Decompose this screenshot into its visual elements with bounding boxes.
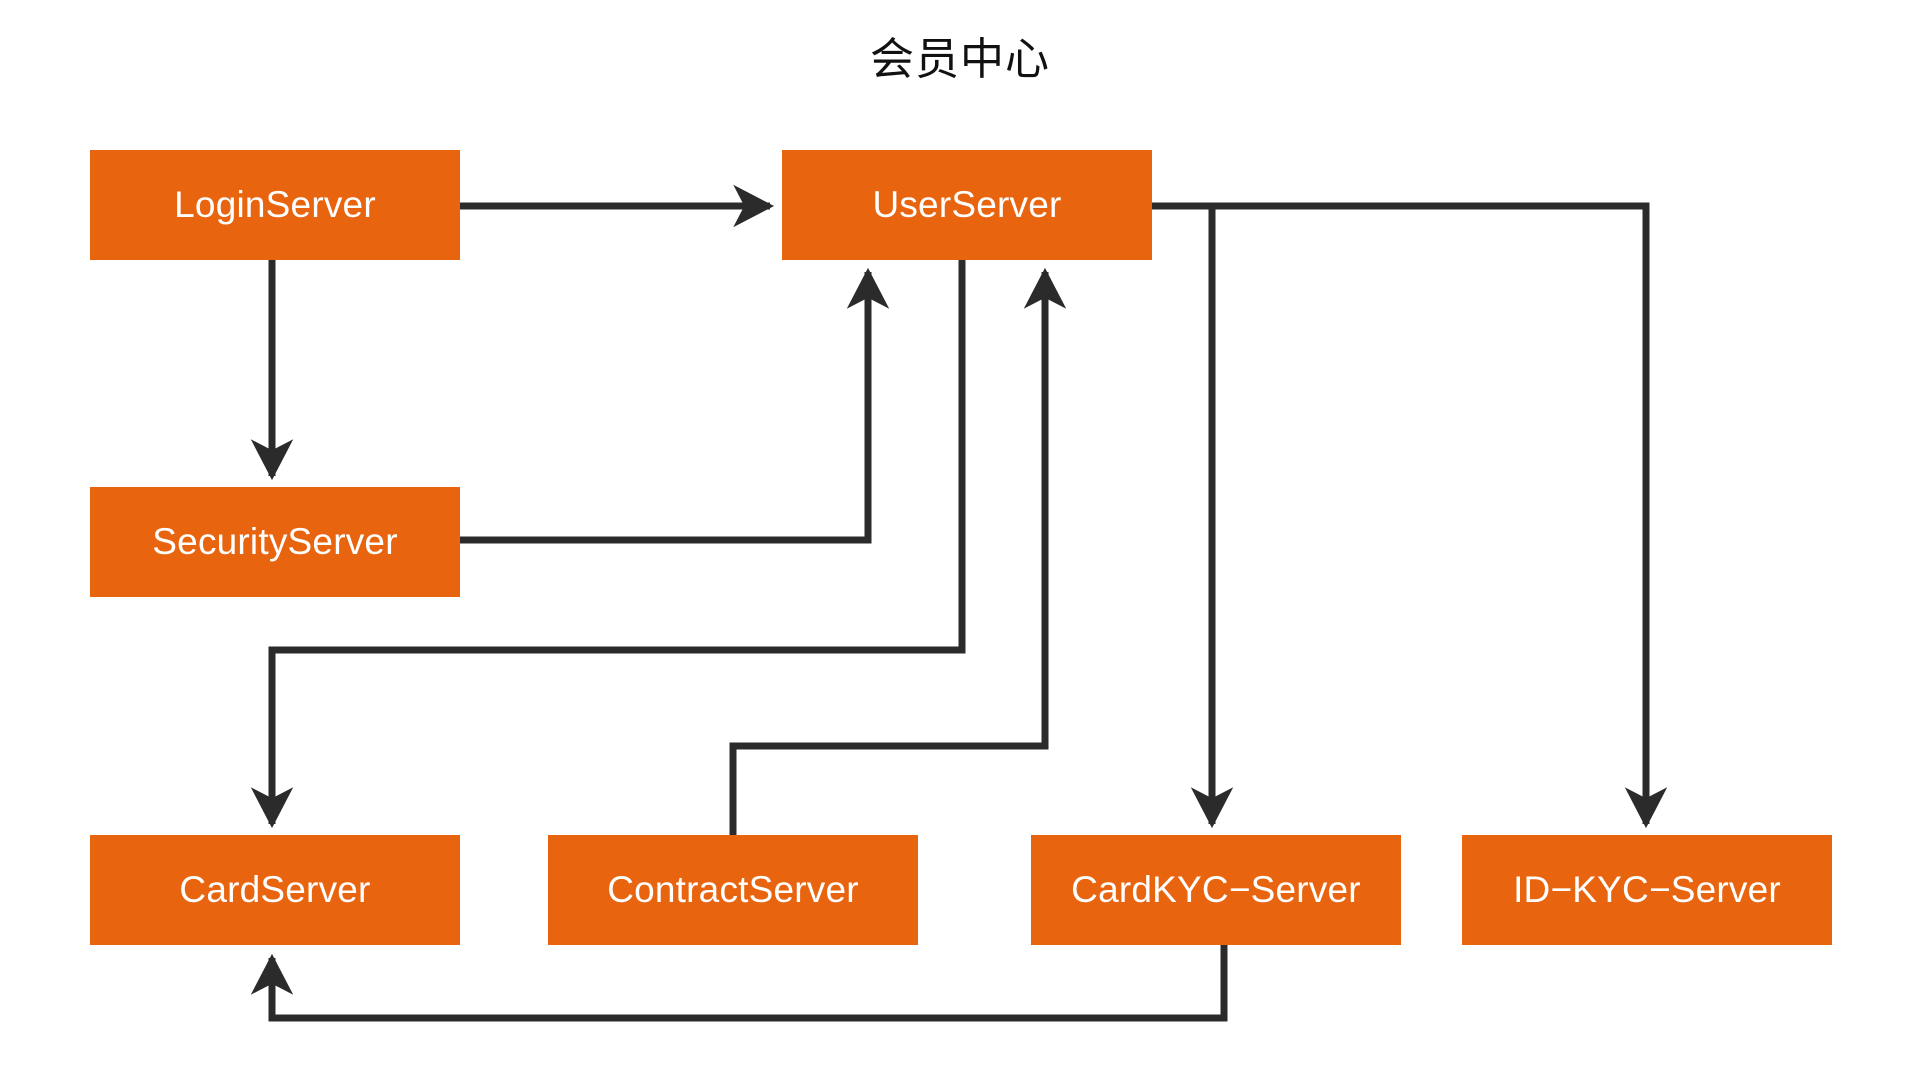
node-label: LoginServer (174, 184, 376, 225)
edge-user-to-cardserver (250, 260, 966, 829)
node-id-kyc-server[interactable]: ID−KYC−Server (1462, 835, 1832, 945)
edge-security-to-user (460, 267, 890, 544)
node-label: ContractServer (607, 869, 859, 910)
node-label: CardServer (179, 869, 371, 910)
node-securityserver[interactable]: SecurityServer (90, 487, 460, 597)
node-label: ID−KYC−Server (1513, 869, 1781, 910)
node-label: CardKYC−Server (1071, 869, 1361, 910)
node-cardkyc-server[interactable]: CardKYC−Server (1031, 835, 1401, 945)
node-cardserver[interactable]: CardServer (90, 835, 460, 945)
edge-user-to-idkyc (1152, 202, 1668, 829)
node-loginserver[interactable]: LoginServer (90, 150, 460, 260)
edge-user-to-cardkyc (1152, 202, 1234, 829)
node-label: UserServer (872, 184, 1062, 225)
edge-contract-to-user (729, 267, 1067, 835)
node-userserver[interactable]: UserServer (782, 150, 1152, 260)
edge-cardkyc-to-cardserver (250, 945, 1228, 1022)
node-contractserver[interactable]: ContractServer (548, 835, 918, 945)
page-title: 会员中心 (870, 34, 1050, 85)
node-label: SecurityServer (152, 521, 398, 562)
